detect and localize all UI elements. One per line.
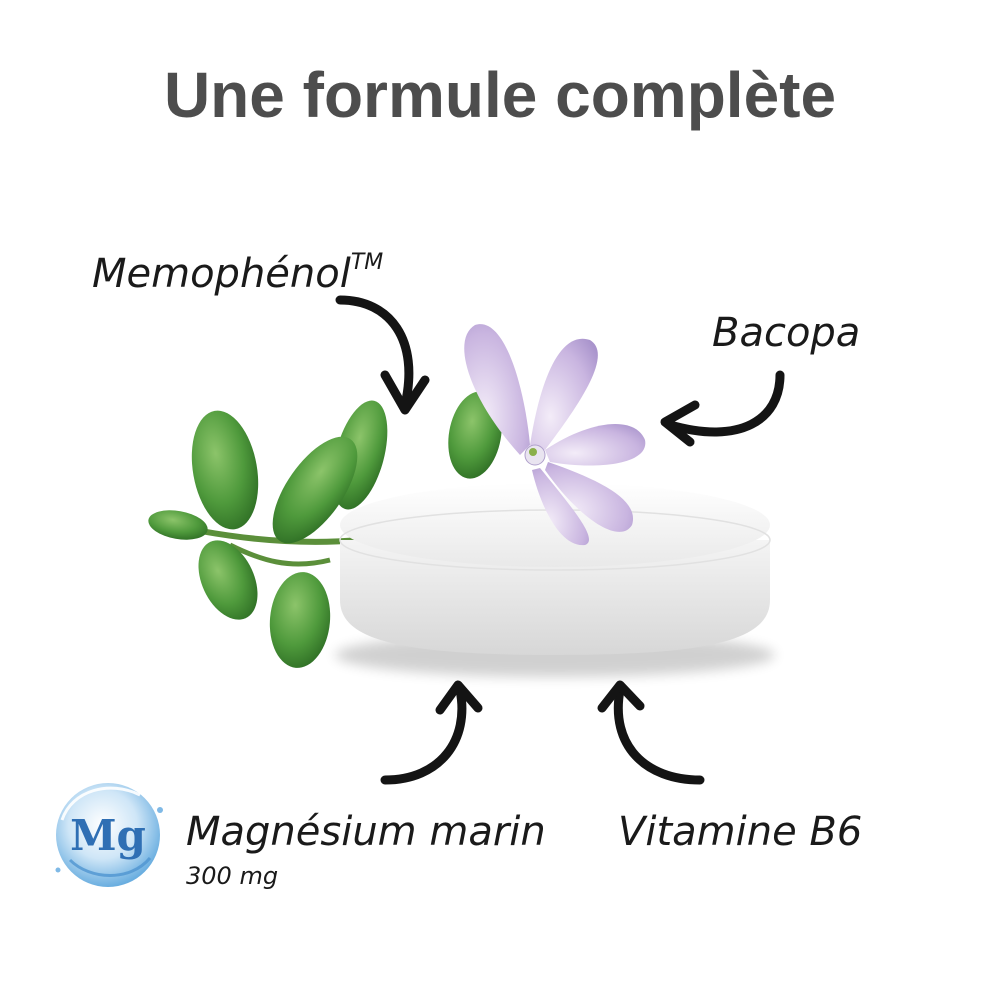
curved-arrow-icon bbox=[660, 370, 785, 447]
magnesium-dose: 300 mg bbox=[186, 862, 279, 890]
curved-arrow-icon bbox=[597, 680, 705, 785]
ingredient-label-bacopa: Bacopa bbox=[712, 310, 861, 356]
ingredient-label-magnesium: Magnésium marin bbox=[186, 809, 546, 855]
curved-arrow-icon bbox=[380, 680, 483, 785]
bacopa-flower-icon bbox=[464, 324, 646, 546]
bacopa-leaf-icon bbox=[148, 391, 502, 668]
memophenol-text: Memophénol bbox=[92, 251, 351, 297]
mg-badge-text: Mg bbox=[70, 811, 146, 860]
ingredient-label-vitamine-b6: Vitamine B6 bbox=[618, 809, 863, 855]
ingredient-label-memophenol: MemophénolTM bbox=[92, 250, 384, 297]
page-title: Une formule complète bbox=[163, 59, 837, 131]
curved-arrow-icon bbox=[335, 295, 430, 415]
mg-water-drop-icon: Mg bbox=[55, 783, 163, 887]
trademark-mark: TM bbox=[350, 250, 384, 275]
